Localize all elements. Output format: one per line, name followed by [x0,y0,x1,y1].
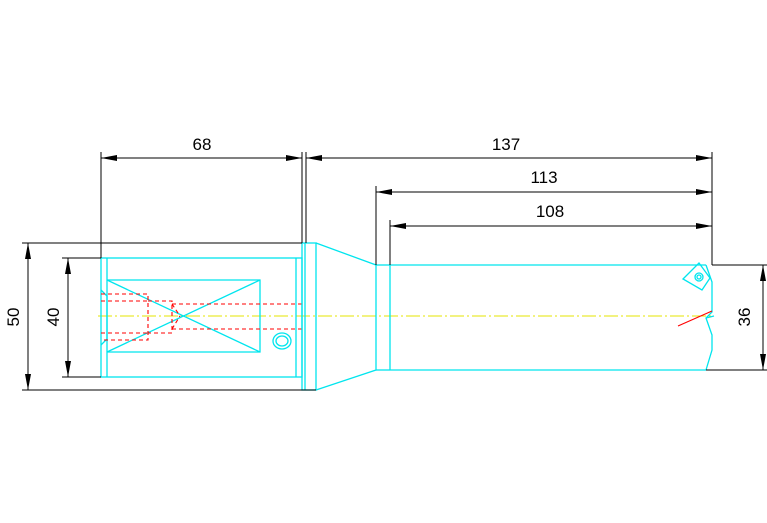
dimension-68: 68 [100,135,303,258]
dimension-40: 40 [44,257,101,378]
dimension-108-label: 108 [536,202,564,221]
dimension-36: 36 [706,264,767,371]
dimension-68-label: 68 [193,135,212,154]
dimension-40-label: 40 [44,308,63,327]
dimension-113-label: 113 [530,168,557,187]
dimension-50-label: 50 [4,308,23,327]
dimension-137-label: 137 [492,135,520,154]
clamp-hole [272,332,292,350]
dimension-137: 137 [305,135,713,265]
hidden-coolant-lines [101,293,302,341]
dimension-113: 113 [375,168,712,265]
cutting-insert [677,262,715,327]
dimension-108: 108 [389,202,712,265]
dimension-36-label: 36 [735,308,754,327]
dimension-50: 50 [4,242,316,391]
drill-body [315,242,713,391]
shank-body [100,257,303,378]
